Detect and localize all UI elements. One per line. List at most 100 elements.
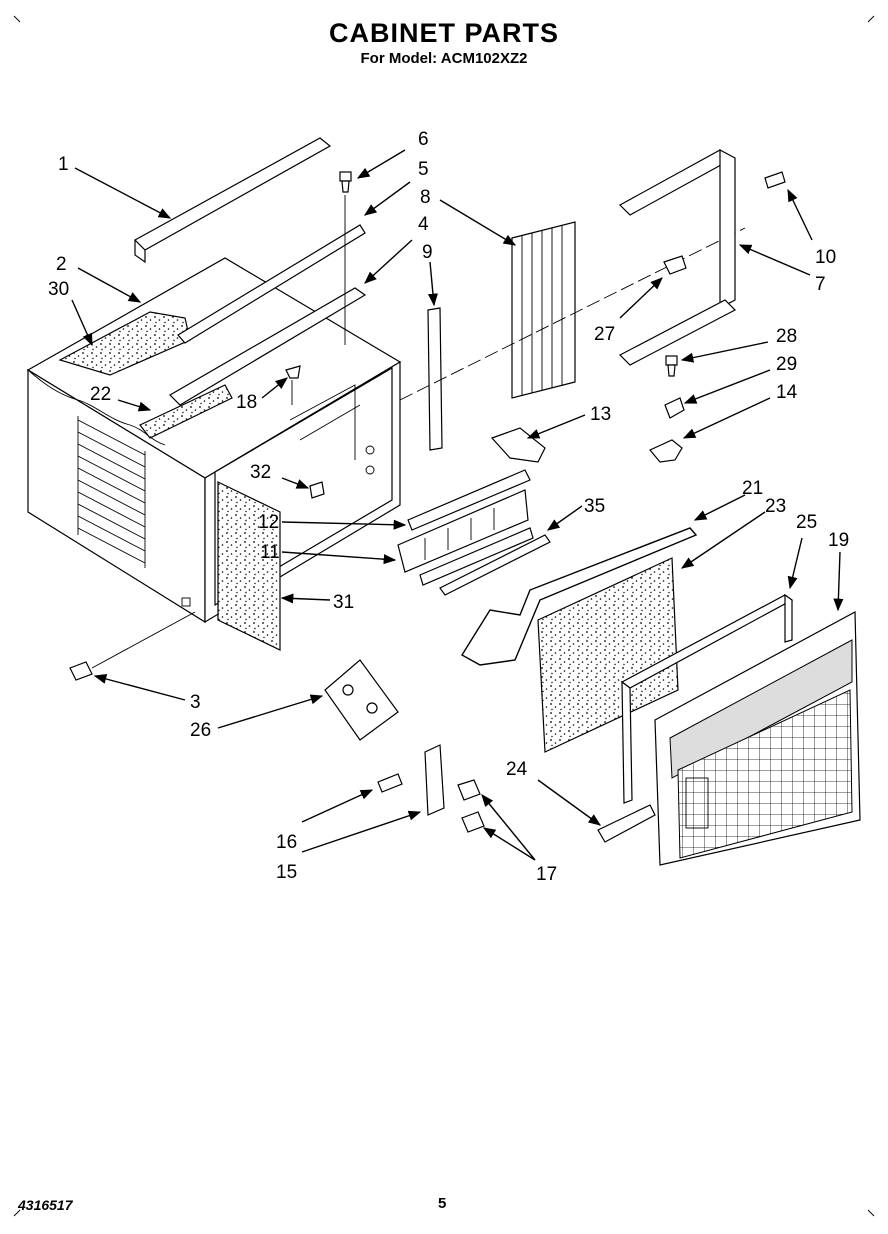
leader-25 [787,537,803,590]
callout-28: 28 [776,326,797,347]
leader-12 [281,519,407,530]
screw-10 [764,171,786,189]
leader-3 [93,674,186,701]
leader-29 [683,369,771,404]
leader-16 [301,789,374,823]
plug-27 [663,255,687,275]
leader-32 [281,477,310,489]
leader-13 [526,414,586,439]
bracket-9 [427,307,443,451]
leader-28 [680,341,769,363]
leader-30 [71,299,93,347]
clip-29 [664,397,685,419]
leader-27 [619,277,663,319]
callout-15: 15 [276,862,297,883]
leader-15 [301,810,422,853]
leader-24 [537,779,602,826]
screw-28 [665,355,678,377]
document-number: 4316517 [18,1197,73,1213]
page-title: CABINET PARTS [328,18,559,48]
callout-6: 6 [418,129,429,150]
callout-9: 9 [422,242,433,263]
rail-4 [169,287,367,406]
callout-24: 24 [506,759,528,780]
bracket-15 [424,744,445,816]
leader-14 [682,397,771,439]
leader-23 [680,511,766,569]
callout-30: 30 [48,279,69,300]
callout-8: 8 [420,187,431,208]
leader-17b [482,827,536,861]
frame-7 [618,149,737,366]
frame-25 [620,593,794,804]
callout-5: 5 [418,159,429,180]
bracket-26 [324,659,399,741]
callout-21: 21 [742,478,763,499]
callout-13: 13 [590,404,611,425]
callout-18: 18 [236,392,257,413]
callout-22: 22 [90,384,111,405]
callout-29: 29 [776,354,797,375]
leader-35 [546,505,583,531]
callout-23: 23 [765,496,786,517]
clip-32 [309,481,325,499]
leader-1 [74,167,172,219]
callout-4: 4 [418,214,429,235]
leader-6 [356,149,406,179]
callout-25: 25 [796,512,817,533]
callout-26: 26 [190,720,211,741]
model-subtitle: For Model: ACM102XZ2 [360,50,528,67]
cabinet-louvers [77,416,146,568]
top-rail-1 [134,137,332,264]
callout-3: 3 [190,692,201,713]
insulation-22 [139,384,233,439]
filter-31 [217,481,281,651]
callout-11: 11 [260,542,280,563]
front-grille-19 [654,611,861,866]
leader-2 [77,267,142,303]
rail-5 [177,224,366,344]
handle-21 [461,527,698,666]
alignment-line [399,227,746,401]
leader-19 [833,551,844,612]
leader-31 [280,593,331,604]
leader-26 [217,694,324,729]
leader-10 [787,188,813,241]
leader-18 [261,377,288,399]
page-number: 5 [438,1195,447,1212]
callout-16: 16 [276,832,297,853]
leader-9 [427,261,438,307]
bolts-17 [457,779,485,833]
callout-17: 17 [536,864,557,885]
louver-assembly-11-12 [397,469,534,586]
callout-1: 1 [58,154,69,175]
leader-8 [439,199,517,246]
filter-23 [537,557,679,753]
screw-3 [69,661,93,681]
leader-5 [363,181,411,216]
callout-14: 14 [776,382,798,403]
strip-35 [439,534,551,596]
corner-marks [13,15,875,1217]
callout-10: 10 [815,247,836,268]
callout-31: 31 [333,592,354,613]
leader-21 [693,494,746,521]
callout-12: 12 [258,512,279,533]
strip-24 [597,804,656,843]
callout-7: 7 [815,274,826,295]
baffle-8 [511,221,576,399]
plug-18 [285,365,301,405]
callout-19: 19 [828,530,849,551]
leader-22 [117,399,152,412]
bracket-13 [490,427,546,463]
leader-17a [481,794,536,861]
callout-27: 27 [594,324,615,345]
leader-7 [738,244,811,276]
spacer-16 [377,773,403,793]
callout-35: 35 [584,496,605,517]
callout-labels: 1 2 30 22 6 5 8 4 9 10 7 27 28 29 14 18 … [48,129,849,885]
screw-6 [339,171,352,345]
leader-11 [281,551,397,565]
callout-32: 32 [250,462,271,483]
